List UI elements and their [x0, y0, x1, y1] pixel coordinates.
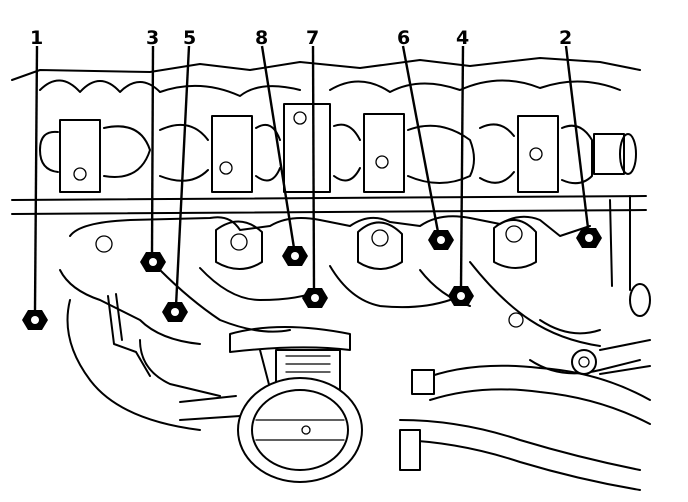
callout-8: 8 [255, 27, 268, 49]
throttle-body [179, 326, 363, 483]
exhaust-manifold [59, 215, 641, 431]
nut-3 [140, 252, 166, 272]
callout-6: 6 [397, 27, 410, 49]
nut-8 [282, 246, 308, 266]
callout-2: 2 [559, 27, 572, 49]
leader-lines [33, 45, 590, 311]
callout-5: 5 [183, 27, 196, 49]
callout-7: 7 [306, 27, 319, 49]
nut-1 [22, 310, 48, 330]
callout-1: 1 [30, 27, 43, 49]
nut-4 [448, 286, 474, 306]
nut-6 [428, 230, 454, 250]
nut-7 [302, 288, 328, 308]
hoses [399, 283, 651, 491]
callout-4: 4 [456, 27, 469, 49]
callout-3: 3 [146, 27, 159, 49]
nut-5 [162, 302, 188, 322]
cylinder-head [11, 57, 647, 291]
nut-2 [576, 228, 602, 248]
